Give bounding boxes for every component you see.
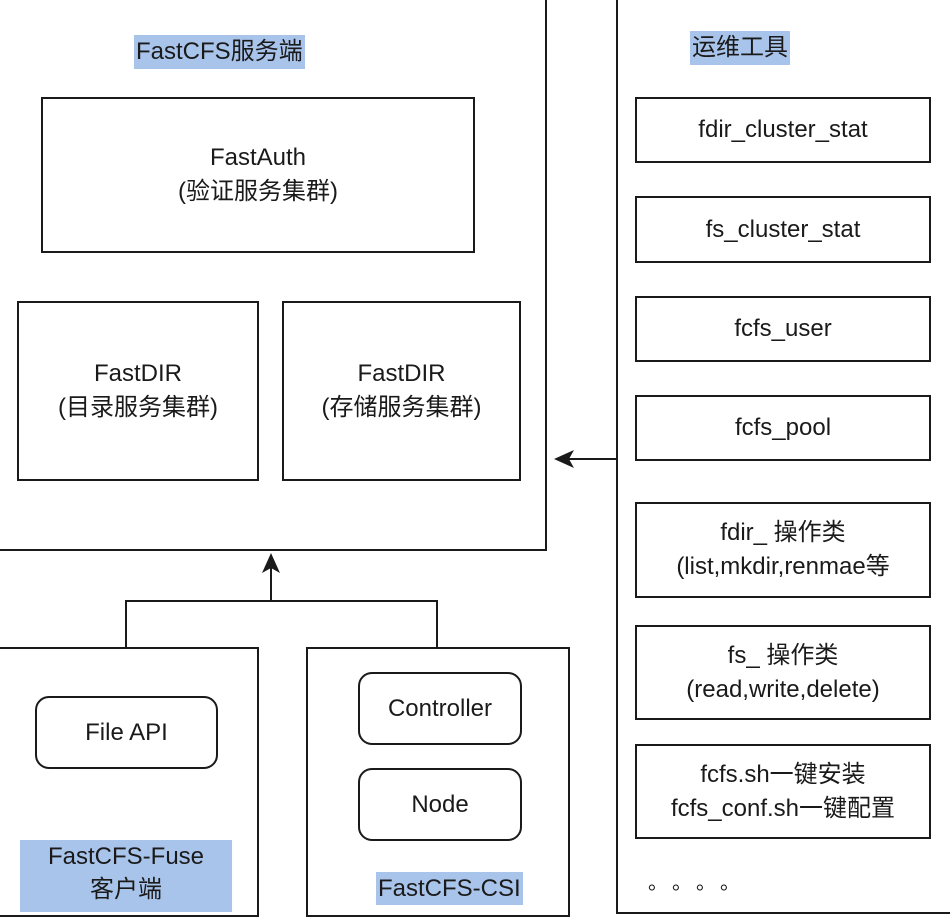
fastauth-name: FastAuth xyxy=(209,144,307,171)
tool-item: fs_cluster_stat xyxy=(635,196,931,263)
client-to-server-connector xyxy=(125,600,438,648)
tool-item-label: fs_ 操作类 xyxy=(727,641,839,669)
fastauth-desc: (验证服务集群) xyxy=(178,178,338,205)
fuse-client-title: FastCFS-Fuse 客户端 xyxy=(20,840,232,912)
controller-box: Controller xyxy=(358,672,522,745)
fastdir-directory-box: FastDIR (目录服务集群) xyxy=(17,301,259,481)
tool-item: fcfs_user xyxy=(635,296,931,362)
tool-item-sublabel: (list,mkdir,renmae等 xyxy=(676,553,890,580)
file-api-box: File API xyxy=(35,696,218,769)
node-label: Node xyxy=(411,790,469,818)
fastdir-directory-name: FastDIR xyxy=(93,360,182,387)
fastdir-storage-desc: (存储服务集群) xyxy=(321,394,482,421)
tool-item-label: fdir_ 操作类 xyxy=(720,519,846,546)
fuse-client-title-line2: 客户端 xyxy=(90,876,162,903)
tools-ellipsis: 。。。。 xyxy=(648,872,754,894)
fastdir-storage-box: FastDIR (存储服务集群) xyxy=(282,301,521,481)
tool-item: fs_ 操作类 (read,write,delete) xyxy=(635,625,931,720)
server-title: FastCFS服务端 xyxy=(134,35,305,69)
arrow-left-icon xyxy=(554,450,574,468)
tool-item-sublabel: fcfs_conf.sh一键配置 xyxy=(670,794,896,822)
csi-title: FastCFS-CSI xyxy=(376,872,523,905)
tool-item: fcfs_pool xyxy=(635,395,931,461)
fastdir-directory-desc: (目录服务集群) xyxy=(58,394,218,421)
tool-item-label: fcfs_user xyxy=(734,315,832,342)
node-box: Node xyxy=(358,768,522,841)
controller-label: Controller xyxy=(387,694,493,722)
tools-title: 运维工具 xyxy=(690,31,790,65)
fastauth-box: FastAuth (验证服务集群) xyxy=(41,97,475,253)
tool-item-label: fs_cluster_stat xyxy=(705,215,861,243)
tool-item: fdir_ 操作类 (list,mkdir,renmae等 xyxy=(635,502,931,598)
tool-item: fdir_cluster_stat xyxy=(635,97,931,163)
tool-item-label: fcfs_pool xyxy=(734,414,832,441)
fuse-client-title-line1: FastCFS-Fuse xyxy=(47,843,205,870)
file-api-label: File API xyxy=(85,718,168,746)
fastdir-storage-name: FastDIR xyxy=(357,360,446,387)
arrow-up-icon xyxy=(262,553,280,573)
tool-item-sublabel: (read,write,delete) xyxy=(686,675,880,703)
tool-item-label: fdir_cluster_stat xyxy=(698,116,868,143)
tool-item: fcfs.sh一键安装 fcfs_conf.sh一键配置 xyxy=(635,744,931,839)
tool-item-label: fcfs.sh一键安装 xyxy=(700,760,866,788)
